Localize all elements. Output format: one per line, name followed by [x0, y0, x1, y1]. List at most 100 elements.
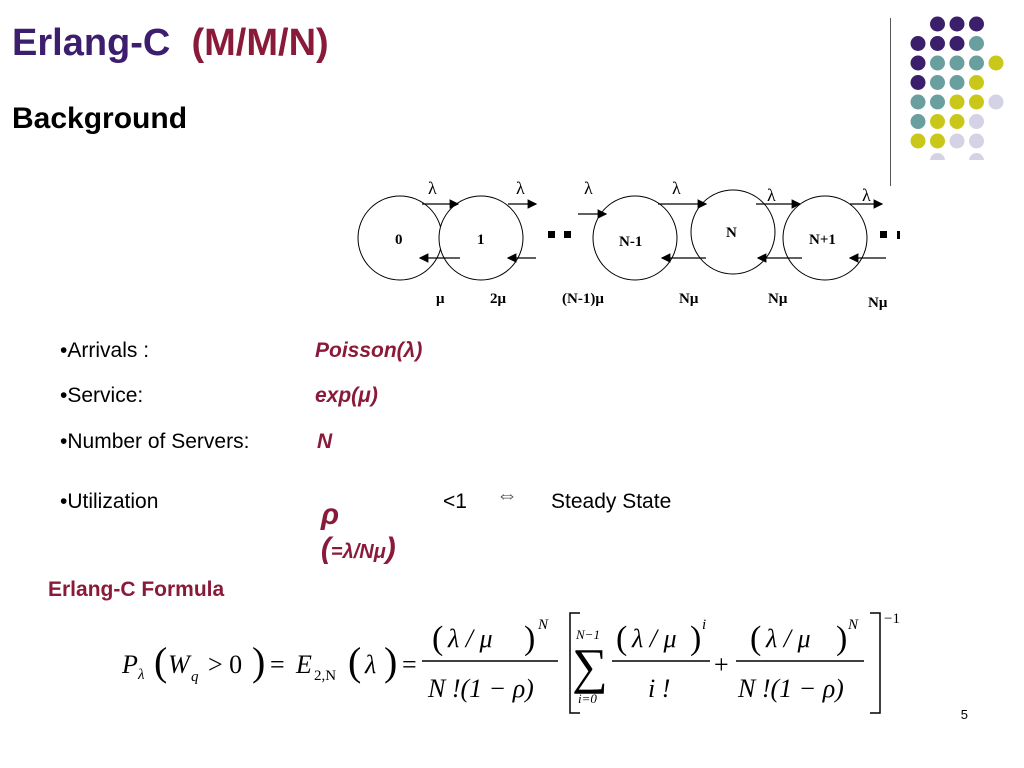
service-rate-label: Nμ: [768, 291, 788, 307]
decorative-dot: [949, 36, 965, 51]
decorative-dot: [910, 55, 926, 71]
formula-gt-zero: > 0: [208, 650, 242, 679]
arrival-rate-label: λ: [428, 178, 437, 198]
numerator-exponent: N: [537, 617, 549, 633]
stability-condition: <1: [443, 490, 467, 513]
formula-paren: (: [154, 639, 167, 684]
state-label: 1: [477, 232, 485, 248]
utilization-ratio: =λ/Nμ: [330, 541, 386, 563]
right-bracket: [870, 612, 881, 714]
title-model: (M/M/N): [191, 22, 329, 64]
state-label: 0: [395, 232, 403, 248]
bullet-servers-label: •Number of Servers:: [60, 430, 250, 453]
decorative-dot: [969, 133, 984, 149]
steady-state-text: Steady State: [551, 490, 672, 513]
iff-icon: ⇔: [496, 482, 518, 507]
slide-subtitle: Background: [12, 102, 188, 135]
formula-plus: +: [714, 650, 729, 679]
open-paren: (: [320, 532, 331, 565]
state-1: [438, 195, 524, 281]
slide-number: 5: [960, 707, 968, 722]
state-n-minus-1: [592, 195, 678, 281]
decorative-dot: [949, 133, 965, 149]
decorative-dot: [949, 75, 965, 90]
ellipsis-dot: [548, 231, 555, 238]
formula-paren: ): [384, 639, 397, 684]
formula-heading: Erlang-C Formula: [48, 578, 225, 601]
formula-paren: ): [252, 639, 265, 684]
decorative-dot: [969, 55, 984, 71]
bullet-service-label: •Service:: [60, 384, 144, 407]
decorative-dot: [988, 94, 1004, 110]
slide-title: Erlang-C (M/M/N): [12, 22, 329, 65]
formula-e-subscript: 2,N: [314, 668, 336, 684]
fraction-numerator: ): [524, 620, 535, 657]
decorative-dot: [930, 16, 945, 32]
formula-equals: =: [270, 650, 285, 679]
sum-lower-limit: i=0: [578, 691, 597, 706]
decorative-dot: [930, 75, 945, 90]
arrival-rate-label: λ: [672, 178, 681, 198]
formula-equals: =: [402, 650, 417, 679]
formula-p-subscript: λ: [137, 667, 145, 683]
bullet-service-value: exp(μ): [315, 384, 378, 407]
decorative-dot: [969, 94, 984, 110]
state-label: N+1: [809, 232, 836, 248]
decorative-dot: [930, 114, 945, 129]
formula-e-argument: λ: [364, 650, 376, 679]
fraction-numerator: ): [836, 620, 847, 657]
bullet-arrivals-label: •Arrivals :: [60, 339, 150, 362]
service-rate-label: Nμ: [868, 295, 888, 311]
decorative-dot: [969, 153, 984, 160]
state-n-plus-1: [782, 195, 868, 281]
arrival-rate-label: λ: [516, 178, 525, 198]
decorative-dot: [930, 133, 945, 149]
decorative-dot: [969, 114, 984, 129]
sum-fraction-numerator: λ / μ: [631, 624, 677, 653]
decorative-dot: [910, 36, 926, 51]
decorative-dot: [930, 153, 945, 160]
decorative-dot: [969, 75, 984, 90]
state-n: [690, 189, 776, 275]
service-rate-label: μ: [436, 291, 445, 307]
decorative-dot: [910, 75, 926, 90]
decorative-dot: [949, 94, 965, 110]
decorative-dot: [988, 55, 1004, 71]
decorative-dot: [930, 36, 945, 51]
arrival-rate-label: λ: [767, 185, 776, 205]
ellipsis-dot: [897, 231, 900, 239]
decorative-dot: [910, 133, 926, 149]
state-transition-diagram: 0 1 N-1 N N+1 λ λ λ λ λ λ μ 2μ (N-1)μ Nμ…: [357, 178, 900, 311]
formula-p: P: [121, 650, 138, 679]
left-bracket: [569, 612, 580, 714]
state-label: N-1: [619, 234, 642, 250]
bullet-arrivals-value: Poisson(λ): [315, 339, 423, 362]
decorative-dot-grid: [910, 16, 1004, 160]
fraction-numerator: λ / μ: [765, 624, 811, 653]
fraction-denominator: N !(1 − ρ): [427, 674, 534, 703]
decorative-dot: [910, 94, 926, 110]
bullet-utilization-label: •Utilization: [60, 490, 159, 513]
decorative-dot: [910, 114, 926, 129]
fraction-numerator: λ / μ: [447, 624, 493, 653]
fraction-numerator: (: [432, 620, 443, 657]
title-main: Erlang-C: [12, 22, 171, 64]
decorative-dot: [969, 36, 984, 51]
decorative-dot: [949, 114, 965, 129]
decorative-dot: [930, 55, 945, 71]
sum-fraction-numerator: ): [690, 620, 701, 657]
arrival-rate-label: λ: [862, 185, 871, 205]
decorative-dot: [949, 55, 965, 71]
close-paren: ): [385, 532, 396, 565]
decorative-dot: [949, 16, 965, 32]
sum-fraction-numerator: (: [616, 620, 627, 657]
inverse-exponent: −1: [884, 611, 900, 627]
erlang-c-formula: P λ ( W q > 0 ) = E 2,N ( λ ) = ( λ / μ …: [121, 611, 900, 714]
sum-fraction-denominator: i !: [648, 674, 670, 703]
service-rate-label: 2μ: [490, 291, 507, 307]
numerator-exponent: N: [847, 617, 859, 633]
sum-upper-limit: N−1: [575, 627, 600, 642]
service-rate-label: (N-1)μ: [562, 291, 604, 307]
sum-numerator-exponent: i: [702, 617, 706, 633]
rho-symbol: ρ: [320, 498, 340, 531]
